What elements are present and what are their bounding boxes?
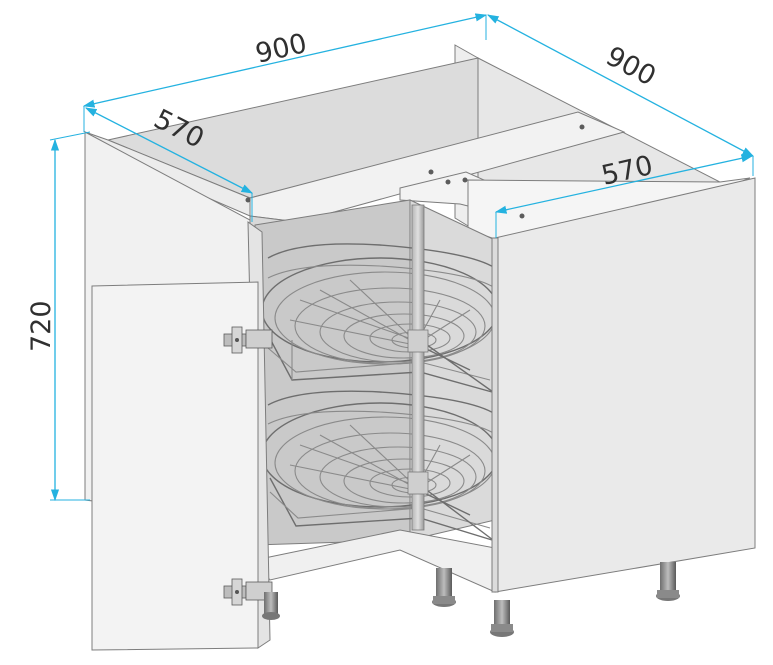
leg	[262, 592, 280, 620]
leg	[490, 600, 514, 637]
cabinet-door	[91, 221, 271, 651]
right-side-panel	[494, 177, 756, 593]
screw-hole	[462, 177, 468, 183]
screw-hole	[245, 197, 251, 203]
cabinet-right-side	[491, 177, 756, 593]
dimension-labels: 900 900 570 570 720	[26, 28, 661, 352]
center-pole	[407, 204, 429, 531]
dim-line-900-right	[486, 14, 755, 157]
dim-label-900-left: 900	[253, 28, 310, 70]
screw-hole	[428, 169, 434, 175]
right-side-edge	[491, 237, 499, 593]
dim-line-900-left	[82, 13, 488, 108]
leg	[432, 568, 456, 607]
legs	[262, 562, 680, 637]
hinge-upper	[223, 326, 273, 354]
screw-hole	[579, 124, 585, 130]
dim-label-900-right: 900	[601, 41, 661, 93]
screw-hole	[519, 213, 525, 219]
leg	[656, 562, 680, 601]
dim-label-720: 720	[26, 300, 57, 352]
screw-hole	[445, 179, 451, 185]
dimension-lines	[49, 13, 755, 502]
dim-line-570-right	[494, 154, 754, 214]
door-panel	[91, 281, 259, 651]
dim-line-570-left	[84, 107, 254, 194]
